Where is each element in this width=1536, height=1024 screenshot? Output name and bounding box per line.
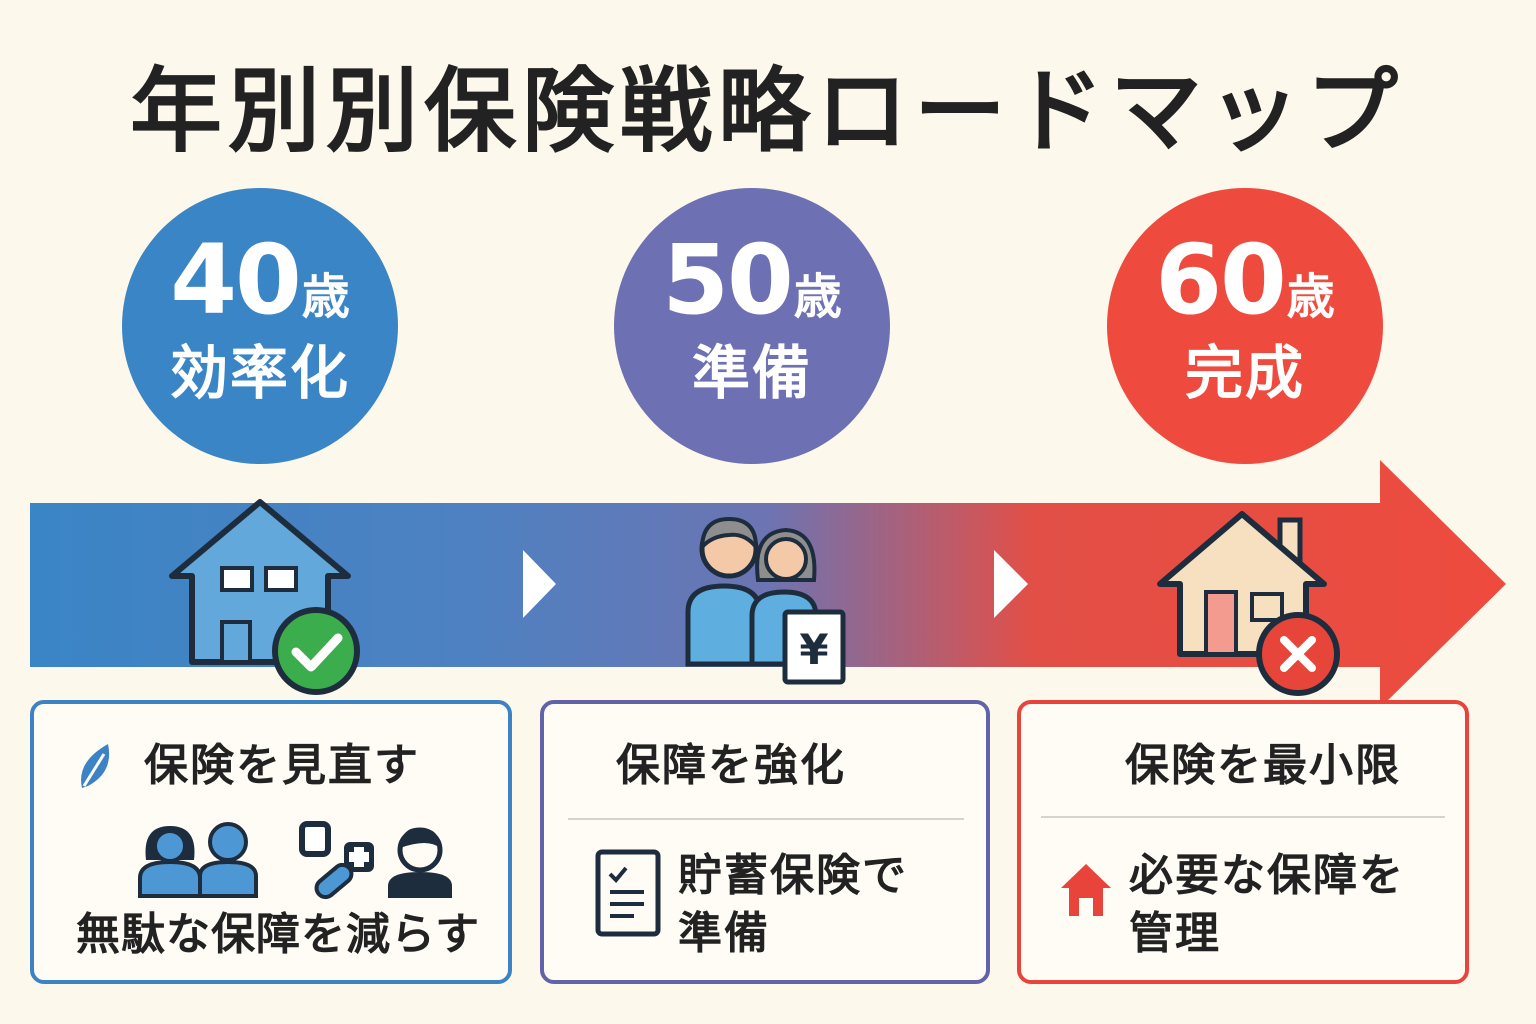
panel-60: 保険を最小限 必要な保障を 管理 <box>1017 700 1469 984</box>
couple-yen-icon: ¥ <box>685 516 846 685</box>
stage-age: 60歳 <box>1155 224 1335 336</box>
people-icon <box>138 822 258 898</box>
panel-heading: 保障を強化 <box>616 740 846 791</box>
panel-40: 保険を見直す 無駄な保障を減らす <box>30 700 512 984</box>
stage-age: 50歳 <box>662 224 842 336</box>
panel-detail-line: 必要な保障を <box>1129 850 1405 901</box>
chevron-right-icon <box>994 550 1028 618</box>
stage-age: 40歳 <box>170 224 350 336</box>
house-check-icon <box>169 499 360 695</box>
small-house-icon <box>1061 864 1111 916</box>
panel-detail-line: 準備 <box>678 908 770 959</box>
document-icon <box>595 849 661 937</box>
leaf-icon <box>81 744 110 788</box>
stage-circle-40: 40歳 効率化 <box>122 188 398 464</box>
panel-detail: 無駄な保障を減らす <box>76 909 481 960</box>
stage-label: 準備 <box>691 339 812 407</box>
stage-circle-50: 50歳 準備 <box>614 188 890 464</box>
medical-icon <box>299 821 452 900</box>
house-x-icon <box>1157 511 1340 696</box>
stage-label: 効率化 <box>169 339 350 407</box>
panel-heading: 保険を最小限 <box>1125 740 1401 791</box>
panel-divider <box>568 818 964 820</box>
stage-label: 完成 <box>1184 339 1305 407</box>
chevron-right-icon <box>523 550 556 618</box>
panel-detail-line: 貯蓄保険で <box>678 850 908 901</box>
panel-detail-line: 管理 <box>1129 908 1221 959</box>
panel-divider <box>1041 816 1445 818</box>
stage-circle-60: 60歳 完成 <box>1107 188 1383 464</box>
page-title: 年別別保険戦略ロードマップ <box>130 58 1405 165</box>
panel-50: 保障を強化 貯蓄保険で 準備 <box>540 700 990 984</box>
panel-heading: 保険を見直す <box>144 740 420 791</box>
yen-sign: ¥ <box>799 625 828 674</box>
